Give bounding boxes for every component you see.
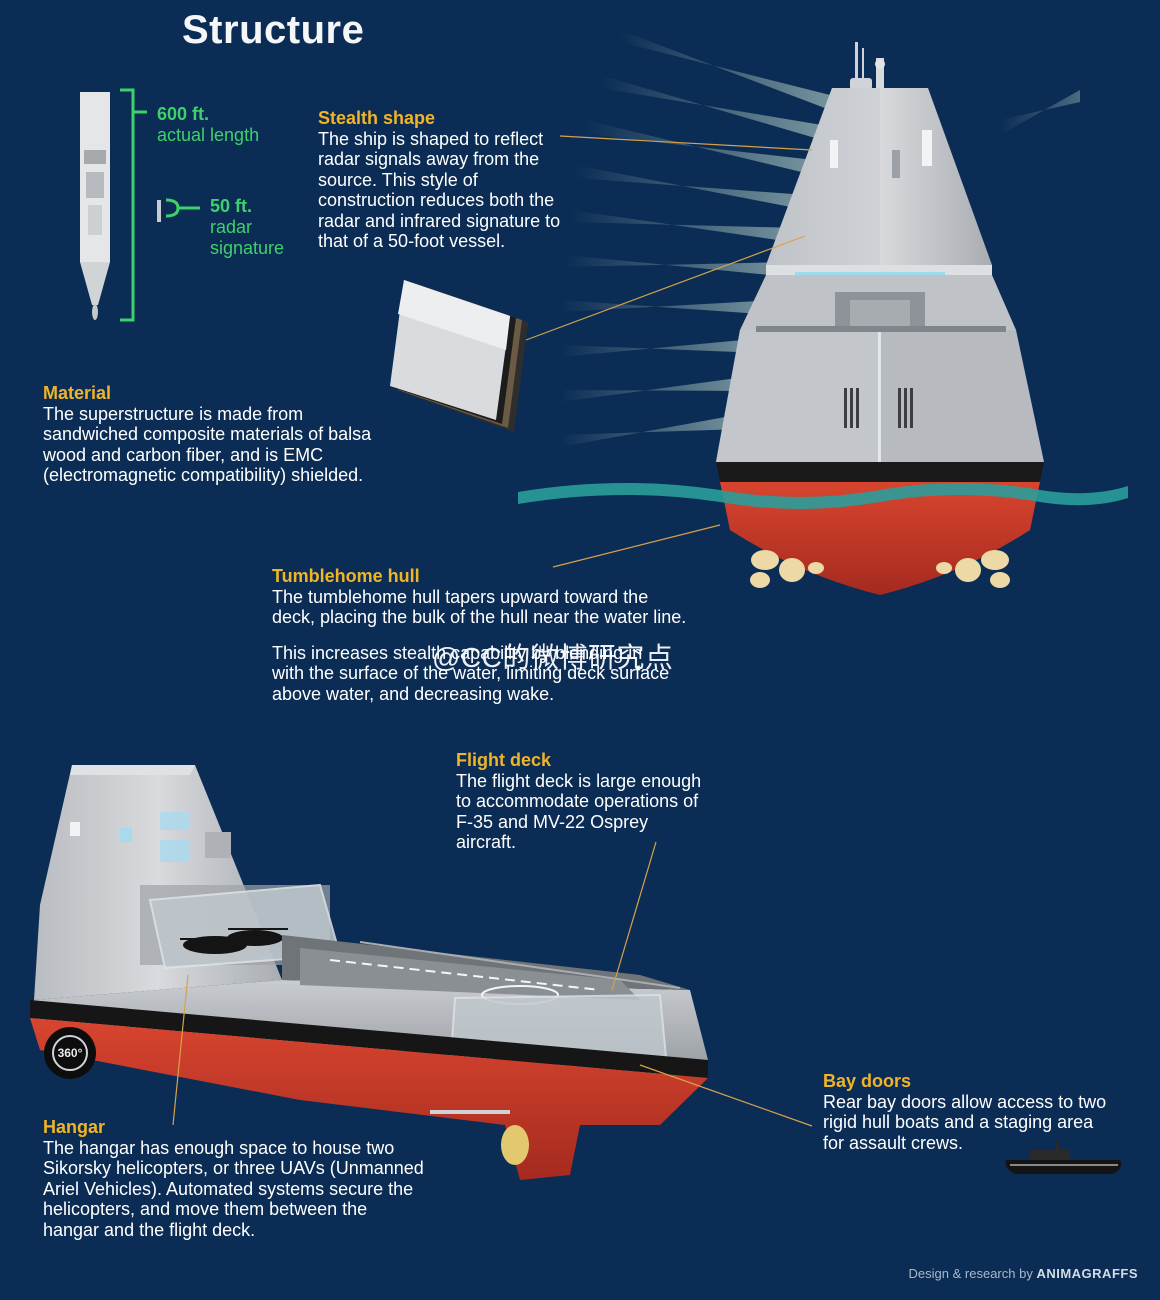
actual-length-caption: actual length <box>157 125 260 145</box>
rotate-360-icon: 360° <box>52 1035 88 1071</box>
radar-signature-caption-1: radar <box>210 217 253 237</box>
callout-heading: Material <box>43 383 112 403</box>
callout-hangar: Hangar The hangar has enough space to ho… <box>43 1117 428 1240</box>
callout-body: The flight deck is large enough to accom… <box>456 770 702 853</box>
composite-material-panel <box>390 280 528 432</box>
callout-body: The superstructure is made from sandwich… <box>43 403 372 486</box>
rotate-360-button[interactable]: 360° <box>44 1027 96 1079</box>
actual-length-label: 600 ft. actual length <box>157 104 259 146</box>
rigid-hull-boat <box>1005 1142 1121 1174</box>
callout-body: The tumblehome hull tapers upward toward… <box>272 586 687 628</box>
water-line <box>518 482 1128 509</box>
callout-heading: Flight deck <box>456 750 552 770</box>
radar-signature-label: 50 ft. radar signature <box>210 196 284 259</box>
callout-stealth-shape: Stealth shape The ship is shaped to refl… <box>318 108 568 252</box>
callout-flight-deck: Flight deck The flight deck is large eno… <box>456 750 704 853</box>
callout-body: Rear bay doors allow access to two rigid… <box>823 1091 1107 1153</box>
callout-body-2: This increases stealth capability by ble… <box>272 642 670 704</box>
front-view-ship <box>716 42 1044 595</box>
callout-heading: Hangar <box>43 1117 106 1137</box>
radar-reflection-beams <box>560 30 1080 447</box>
radar-signature-value: 50 ft. <box>210 196 253 216</box>
credit-line: Design & research by ANIMAGRAFFS <box>909 1266 1138 1281</box>
credit-prefix: Design & research by <box>908 1266 1033 1281</box>
callout-heading: Tumblehome hull <box>272 566 420 586</box>
scale-ship-diagram <box>80 88 200 322</box>
callout-body: The hangar has enough space to house two… <box>43 1137 424 1240</box>
callout-body: The ship is shaped to reflect radar sign… <box>318 128 561 252</box>
callout-bay-doors: Bay doors Rear bay doors allow access to… <box>823 1071 1113 1153</box>
side-view-ship <box>30 765 708 1180</box>
callout-material: Material The superstructure is made from… <box>43 383 378 486</box>
watermark: @CC的微博研究点 <box>432 642 674 673</box>
actual-length-value: 600 ft. <box>157 104 210 124</box>
callout-heading: Bay doors <box>823 1071 912 1091</box>
radar-signature-caption-2: signature <box>210 238 285 258</box>
callout-tumblehome-hull: Tumblehome hull The tumblehome hull tape… <box>272 566 692 704</box>
credit-brand: ANIMAGRAFFS <box>1036 1266 1138 1281</box>
leader-lines <box>172 135 813 1127</box>
callout-heading: Stealth shape <box>318 108 436 128</box>
page-title: Structure <box>182 8 365 52</box>
